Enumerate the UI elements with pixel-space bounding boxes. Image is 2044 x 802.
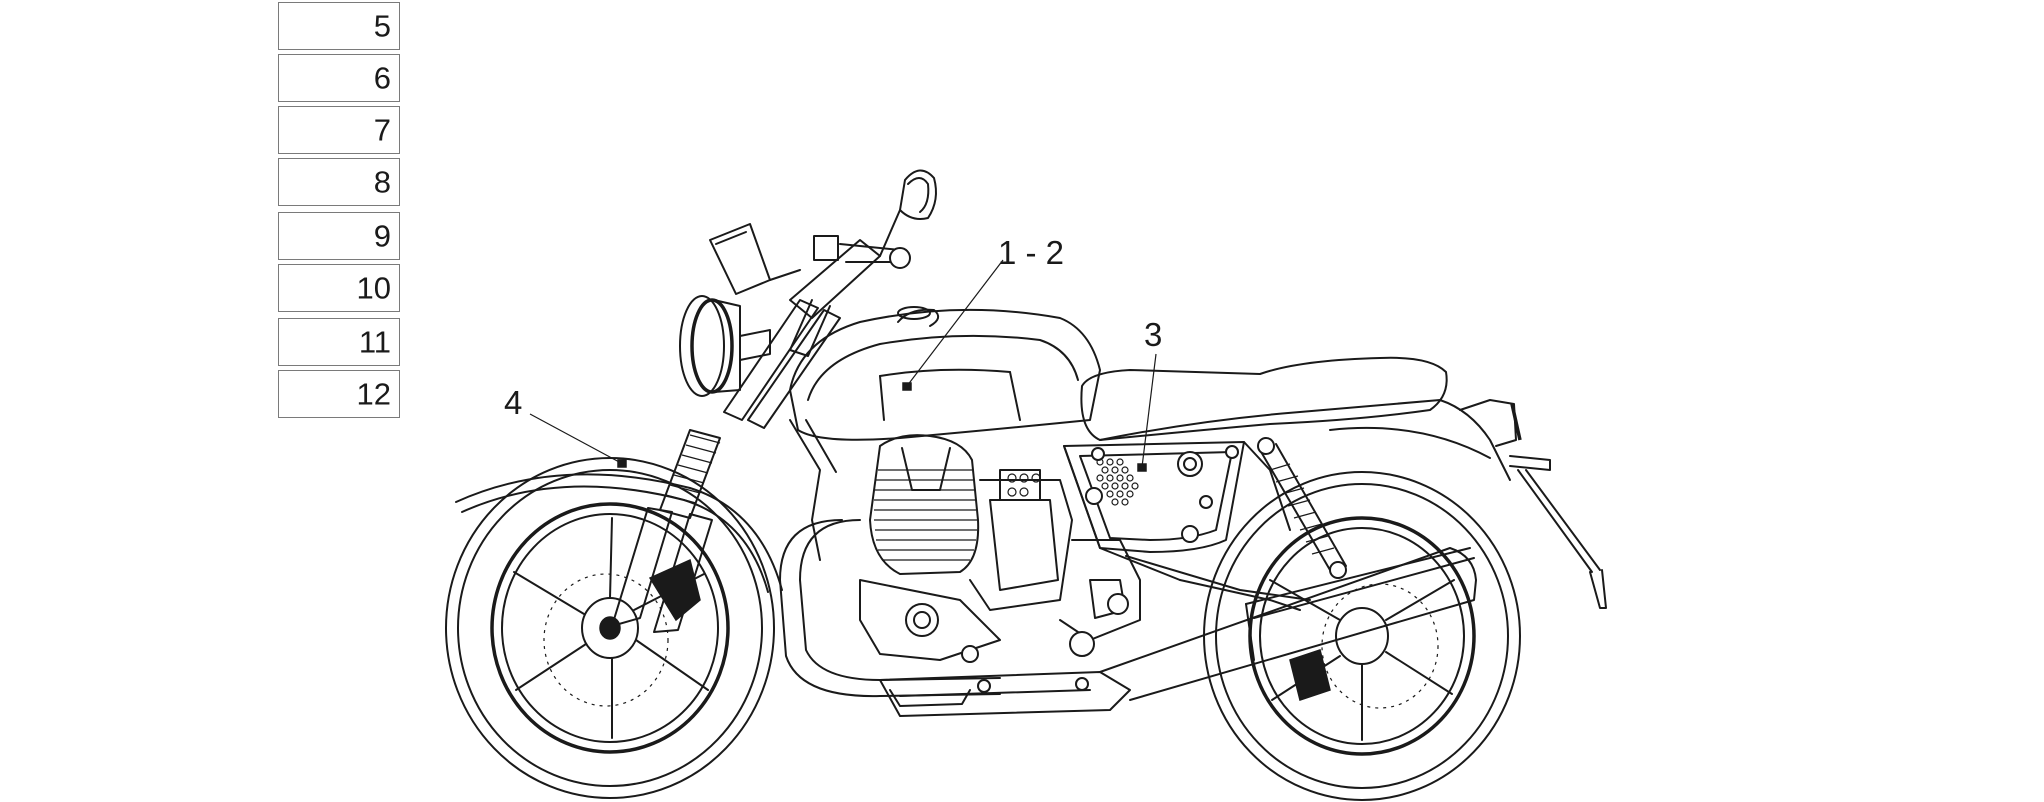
legend-label: 7: [373, 112, 391, 148]
legend-box-12[interactable]: 12: [278, 370, 400, 418]
front-wheel: [445, 457, 775, 799]
leader-line-side-panel: [1141, 353, 1157, 468]
front-fork: [611, 299, 841, 633]
engine: [859, 434, 1141, 663]
callout-label-fender[interactable]: 4: [504, 384, 522, 421]
legend-box-10[interactable]: 10: [278, 264, 400, 312]
exhaust: [779, 519, 1477, 717]
legend-box-8[interactable]: 8: [278, 158, 400, 206]
handlebar-assembly: [709, 169, 937, 357]
legend-label: 6: [373, 60, 391, 96]
leader-line-tank: [906, 259, 1004, 387]
rear-wheel: [1203, 471, 1521, 801]
callout-label-tank[interactable]: 1 - 2: [998, 234, 1064, 271]
legend-box-7[interactable]: 7: [278, 106, 400, 154]
seat: [1080, 356, 1448, 441]
legend-label: 9: [373, 218, 391, 254]
rear-shock: [1257, 437, 1347, 579]
legend-label: 5: [373, 8, 391, 44]
legend-label: 10: [356, 270, 391, 306]
legend-box-5[interactable]: 5: [278, 2, 400, 50]
callout-label-side-panel[interactable]: 3: [1144, 316, 1162, 353]
legend-box-11[interactable]: 11: [278, 318, 400, 366]
legend-label: 11: [358, 324, 391, 360]
leader-line-fender: [529, 413, 622, 464]
callout-leaders: [529, 259, 1157, 468]
legend-box-6[interactable]: 6: [278, 54, 400, 102]
fuel-tank: [789, 306, 1101, 441]
side-panel: [1063, 441, 1245, 553]
headlight: [679, 295, 771, 397]
legend-label: 12: [356, 376, 391, 412]
legend-label: 8: [373, 164, 391, 200]
legend-box-9[interactable]: 9: [278, 212, 400, 260]
rear-fender: [1329, 399, 1607, 609]
tank-decal-marker: [902, 382, 912, 391]
fender-decal-marker: [617, 459, 627, 468]
